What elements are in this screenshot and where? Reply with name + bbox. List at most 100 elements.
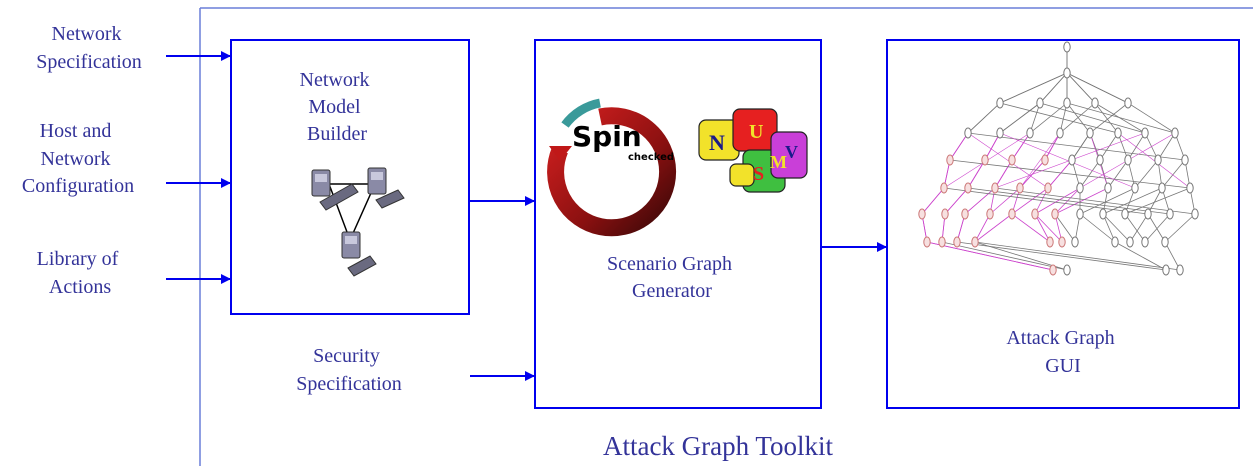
attack-graph-edge (1127, 132, 1146, 161)
computer-icon (367, 167, 405, 209)
attack-graph-node (1191, 208, 1199, 220)
attack-graph-node (1131, 182, 1139, 194)
spin-logo-text: Spin (572, 120, 642, 153)
attack-graph-node (1076, 208, 1084, 220)
attack-graph-node (964, 182, 972, 194)
attack-graph-node (986, 208, 994, 220)
attack-graph-node (941, 208, 949, 220)
attack-graph-node (938, 236, 946, 248)
attack-graph-node (1076, 182, 1084, 194)
toolkit-title: Attack Graph Toolkit (603, 431, 834, 461)
attack-graph-node (940, 182, 948, 194)
attack-graph-edge (1134, 159, 1159, 189)
attack-graph-edge (1044, 132, 1061, 161)
attack-graph-edge (949, 132, 969, 161)
spin-logo-subtext: checked (628, 152, 674, 163)
attack-graph-edge (964, 187, 996, 215)
attack-graph-node (1026, 127, 1034, 139)
attack-graph-edge (989, 187, 1021, 215)
attack-graph-edge (967, 187, 1171, 215)
attack-graph-thumbnail-icon (918, 41, 1199, 276)
attack-graph-edge (921, 187, 945, 215)
attack-graph-node (1051, 208, 1059, 220)
attack-graph-edge (974, 241, 1181, 271)
nusmv-letter: M (770, 152, 787, 172)
attack-graph-node (971, 236, 979, 248)
attack-graph-edge (1029, 102, 1068, 134)
attack-graph-edge (1164, 213, 1196, 243)
attack-graph-edge (967, 132, 1186, 161)
attack-graph-node (1166, 208, 1174, 220)
attack-graph-node (1049, 264, 1057, 276)
nusmv-letter: V (785, 142, 798, 162)
attack-graph-gui-box (886, 39, 1240, 409)
attack-graph-node (1063, 97, 1071, 109)
attack-graph-edge (943, 187, 1149, 215)
attack-graph-node (1036, 97, 1044, 109)
attack-graph-node (981, 154, 989, 166)
attack-graph-edge (1019, 132, 1061, 189)
attack-graph-node (1063, 264, 1071, 276)
attack-graph-node (1068, 154, 1076, 166)
attack-graph-node (1008, 154, 1016, 166)
attack-graph-node (1124, 154, 1132, 166)
attack-graph-node (1186, 182, 1194, 194)
attack-graph-node (1104, 182, 1112, 194)
attack-graph-node (1056, 127, 1064, 139)
attack-graph-node (1176, 264, 1184, 276)
attack-graph-edge (1039, 72, 1068, 104)
attack-graph-edge (1089, 102, 1129, 134)
attack-graph-edge (1164, 241, 1181, 271)
attack-graph-edge (1066, 72, 1096, 104)
attack-graph-node (1031, 208, 1039, 220)
attack-graph-node (923, 236, 931, 248)
attack-graph-edge (1079, 187, 1136, 215)
attack-gui-label: Attack Graph GUI (1006, 327, 1119, 377)
attack-graph-node (991, 182, 999, 194)
scenario-generator-label: Scenario Graph Generator (607, 253, 737, 302)
attack-graph-edge (1079, 213, 1116, 243)
toolkit-frame (199, 7, 1253, 466)
attack-graph-edge (1094, 102, 1119, 134)
arrows (166, 51, 887, 381)
attack-graph-edge (1114, 241, 1167, 271)
attack-graph-node (1114, 127, 1122, 139)
nusmv-letter: N (709, 130, 725, 155)
attack-graph-edge (1034, 213, 1063, 243)
attack-graph-edge (1079, 159, 1101, 189)
attack-graph-node (1091, 97, 1099, 109)
attack-graph-edge (1054, 213, 1076, 243)
network-computers-icon (311, 167, 405, 277)
attack-graph-edge (1011, 213, 1051, 243)
attack-graph-node (1121, 208, 1129, 220)
attack-graph-node (1144, 208, 1152, 220)
attack-graph-edge (994, 187, 1196, 215)
attack-graph-node (1162, 264, 1170, 276)
attack-graph-edge (956, 241, 1167, 271)
attack-graph-node (1181, 154, 1189, 166)
attack-graph-node (1141, 236, 1149, 248)
attack-graph-edge (1034, 187, 1081, 215)
attack-graph-node (996, 97, 1004, 109)
attack-graph-node (1008, 208, 1016, 220)
attack-graph-node (964, 127, 972, 139)
network-spec-label: Network Specification (36, 23, 142, 73)
library-actions-label: Library of Actions (37, 248, 124, 298)
attack-graph-edge (984, 132, 1001, 161)
attack-graph-edge (1066, 102, 1091, 134)
attack-graph-edge (974, 213, 991, 243)
attack-graph-edge (1157, 132, 1176, 161)
attack-graph-edge (1144, 213, 1171, 243)
attack-graph-edge (1127, 102, 1176, 134)
model-builder-label: Network Model Builder (300, 69, 375, 145)
attack-graph-node (1141, 127, 1149, 139)
attack-graph-edge (1047, 159, 1073, 189)
attack-graph-node (996, 127, 1004, 139)
attack-graph-edge (967, 102, 1001, 134)
attack-graph-node (1016, 182, 1024, 194)
nusmv-letter: S (753, 163, 764, 185)
attack-graph-node (1096, 154, 1104, 166)
attack-graph-node (1161, 236, 1169, 248)
attack-graph-edge (967, 159, 986, 189)
attack-graph-node (1063, 67, 1071, 79)
